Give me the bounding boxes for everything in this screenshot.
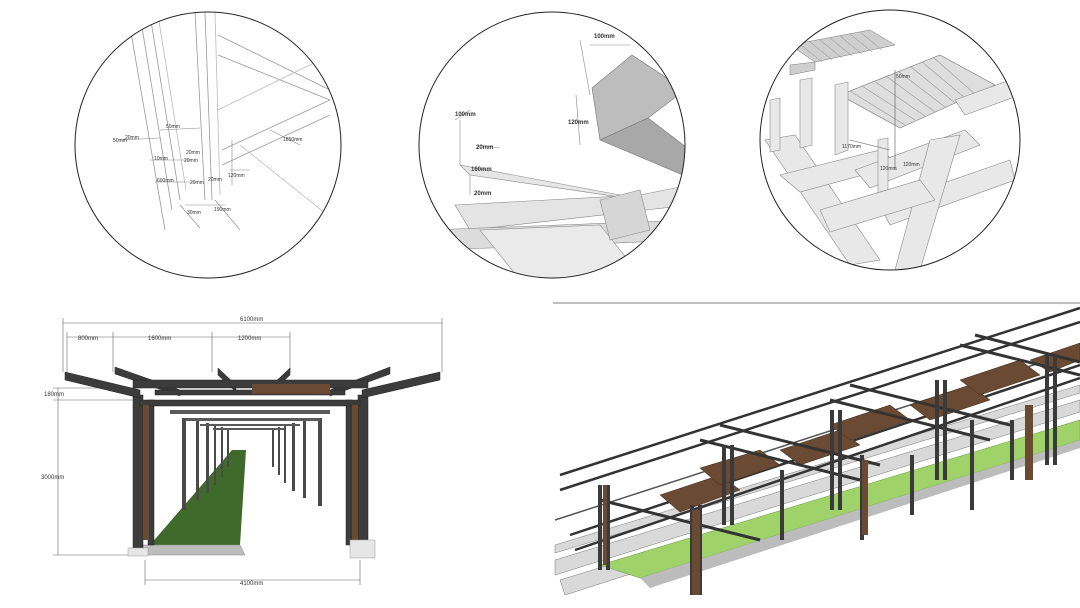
detail-1-outline xyxy=(74,11,342,279)
dim-label: 20mm xyxy=(125,135,139,141)
dim-label: 120mm xyxy=(228,173,245,179)
dim-base-width: 4100mm xyxy=(240,581,263,587)
dim-beam-depth: 180mm xyxy=(44,392,64,398)
dim-label: 20mm xyxy=(208,177,222,183)
dim-label: 20mm xyxy=(190,180,204,186)
dim-label: 100mm xyxy=(455,112,476,118)
dim-label: 1850mm xyxy=(283,137,302,143)
dim-label: 30mm xyxy=(187,210,201,216)
dim-label: 120mm xyxy=(568,120,589,126)
planter-base xyxy=(139,544,246,556)
front-elevation: 6100mm 800mm 1600mm 1200mm 180mm 3000mm … xyxy=(41,317,443,587)
dim-span-c: 1200mm xyxy=(238,336,261,342)
detail-circle-2: 100mm 100mm 120mm 20mm 160mm 20mm xyxy=(418,11,686,279)
detail-circle-1: 50mm 20mm 50mm 20mm 10mm 20mm 20mm 600mm… xyxy=(74,11,342,279)
dim-label: 20mm xyxy=(186,150,200,156)
dim-span-b: 1600mm xyxy=(148,336,171,342)
detail-circle-3: 50mm 1170mm 120mm 120mm xyxy=(759,9,1021,271)
detail-2-outline xyxy=(418,11,686,279)
dim-label: 100mm xyxy=(594,34,615,40)
detail-1-linework xyxy=(119,12,341,231)
dim-label: 600mm xyxy=(157,178,174,184)
dim-label: 1170mm xyxy=(842,144,861,150)
dim-label: 20mm xyxy=(184,158,198,164)
detail-3-outline xyxy=(759,9,1021,271)
dim-span-a: 800mm xyxy=(78,336,98,342)
dim-height: 3000mm xyxy=(41,475,64,481)
dim-label: 10mm xyxy=(154,156,168,162)
dim-label: 50mm xyxy=(896,74,910,80)
dim-label: 120mm xyxy=(903,162,920,168)
isometric-view xyxy=(553,302,1080,596)
dim-label: 190mm xyxy=(214,207,231,213)
dim-label: 120mm xyxy=(880,166,897,172)
dim-label: 160mm xyxy=(471,167,492,173)
detail-3-linework xyxy=(764,29,1020,270)
dim-label: 50mm xyxy=(113,138,127,144)
dim-width-total: 6100mm xyxy=(240,317,263,323)
dim-label: 20mm xyxy=(474,191,491,197)
dim-label: 50mm xyxy=(166,124,180,130)
dim-label: 20mm xyxy=(476,145,493,151)
detail-2-linework xyxy=(429,39,685,278)
